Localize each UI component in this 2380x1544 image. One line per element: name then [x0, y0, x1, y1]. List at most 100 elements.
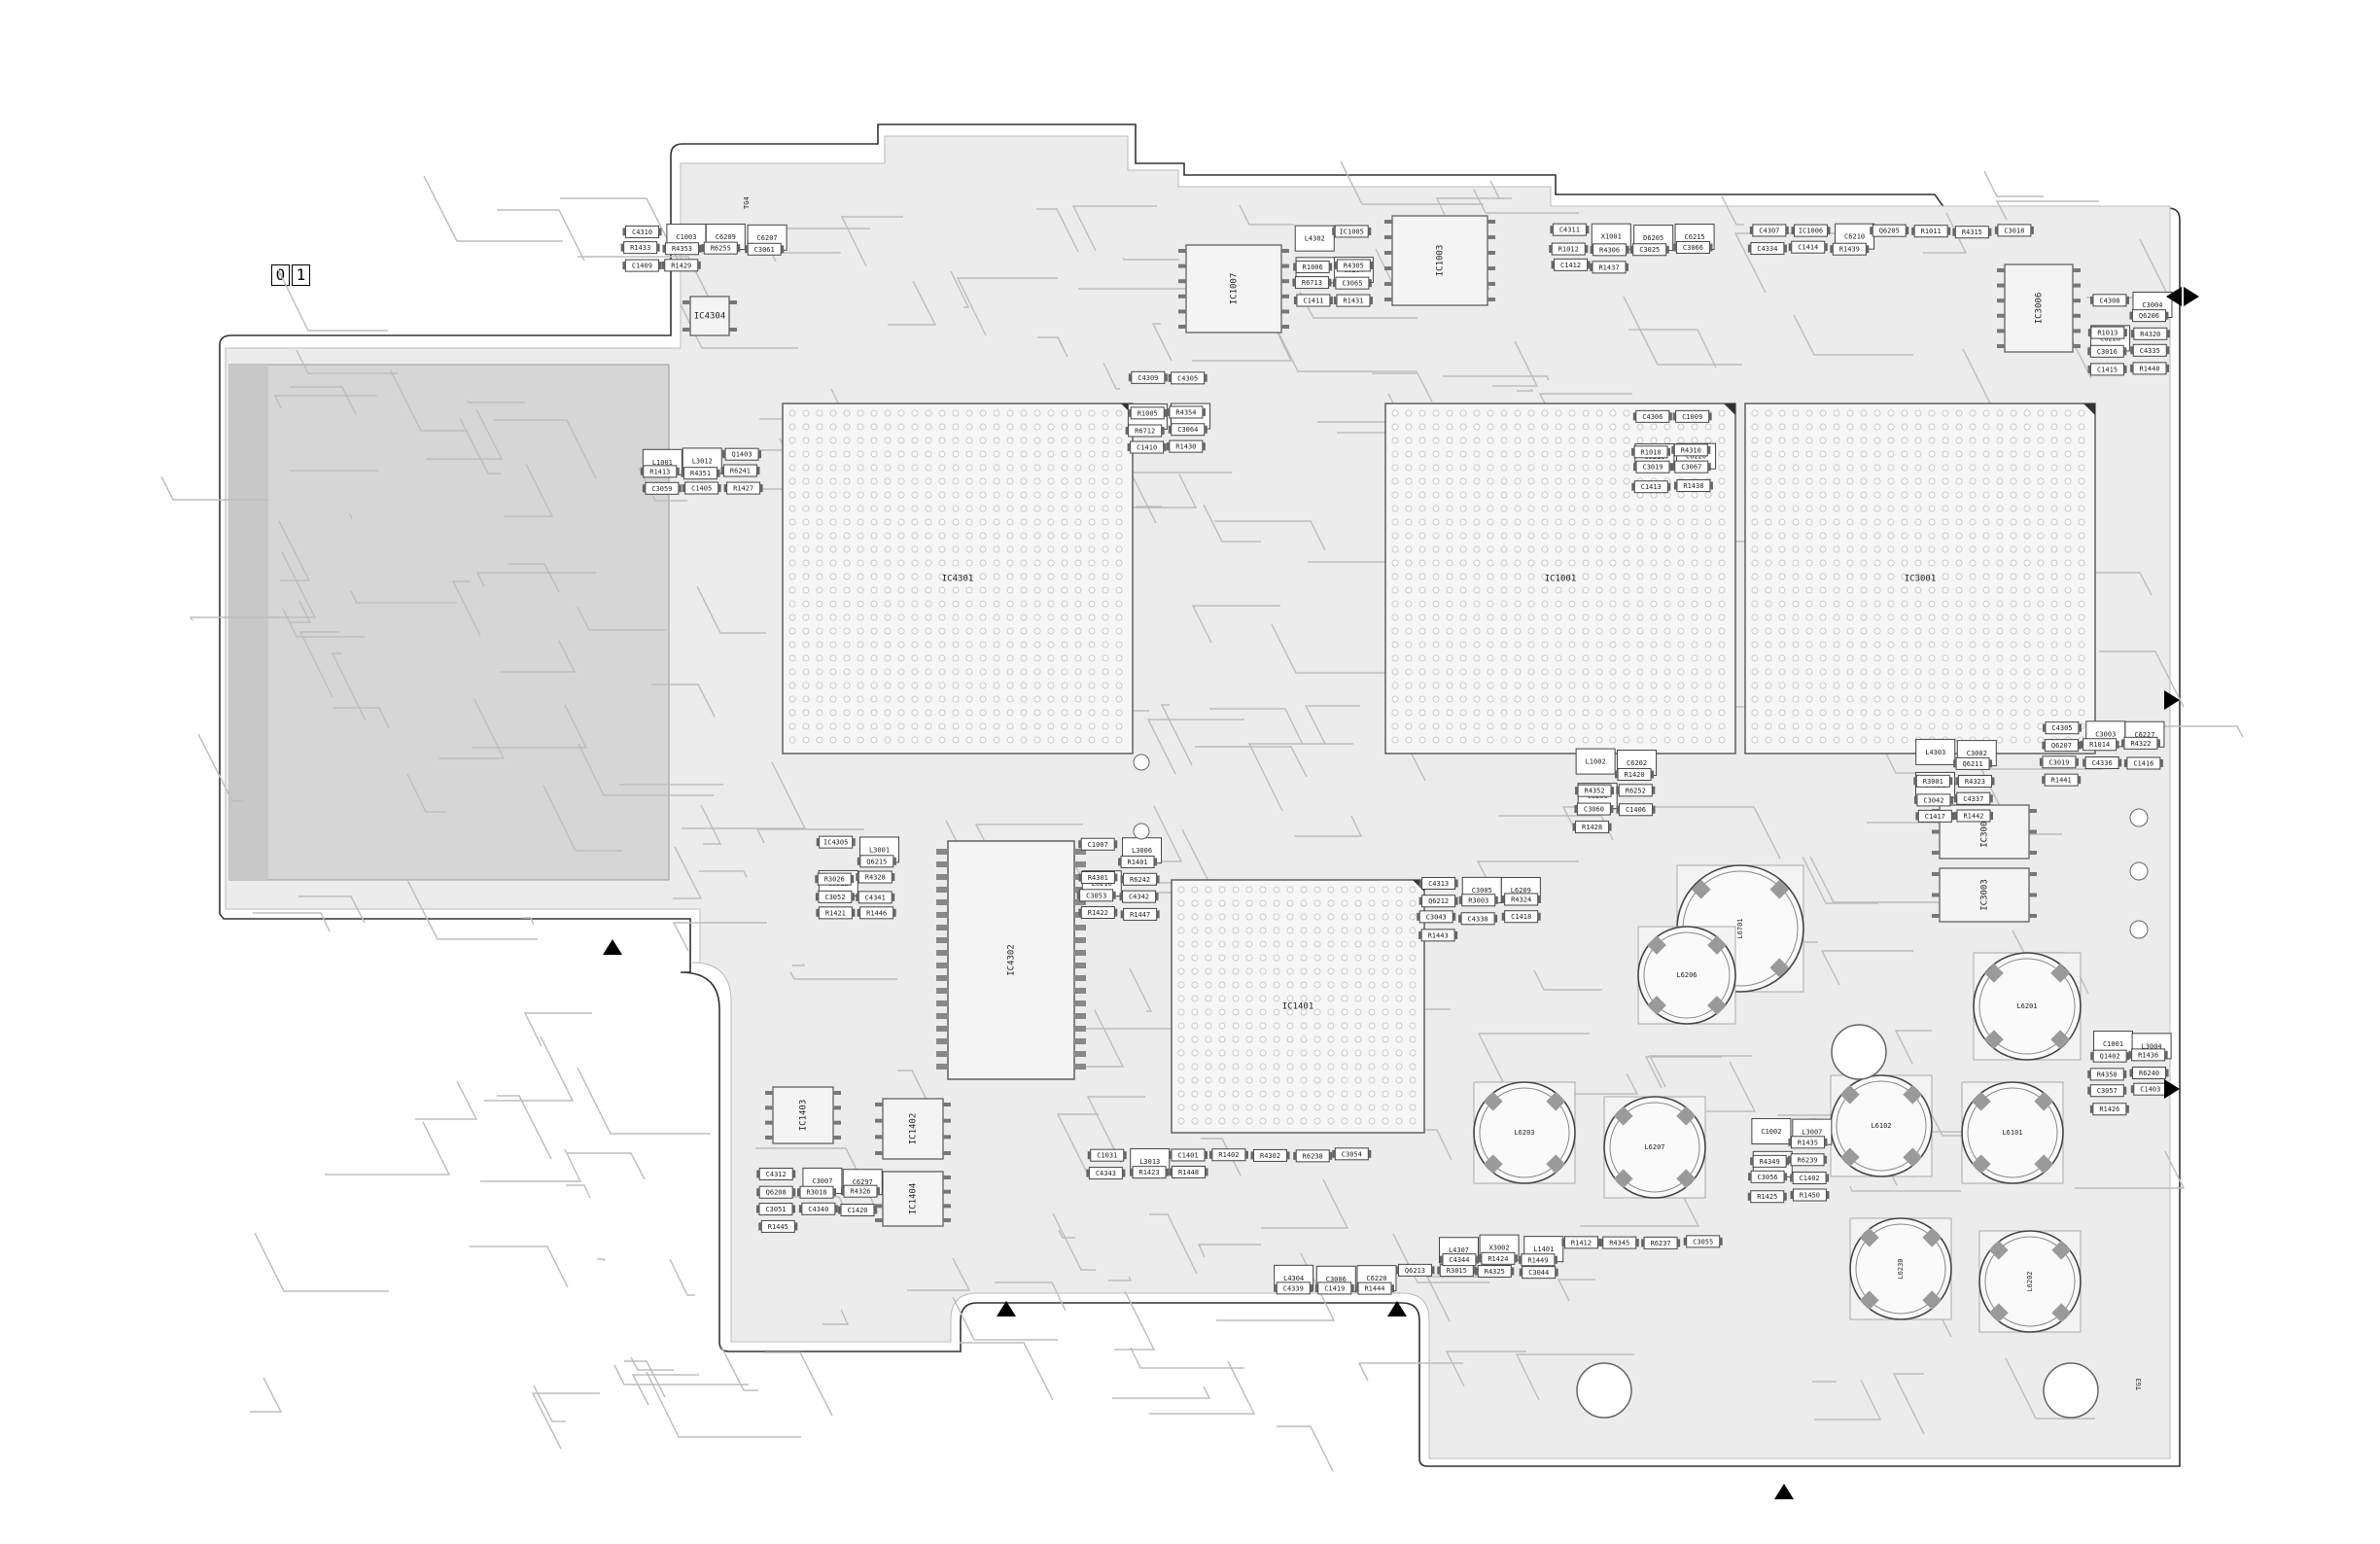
smd-component: IC4305	[816, 835, 856, 849]
smd-component: C4306	[1632, 409, 1672, 423]
smd-component: C1415	[2087, 363, 2127, 376]
component-reference-label: IC1006	[1799, 228, 1823, 235]
component-reference-label: R1014	[2089, 741, 2110, 749]
component-reference-label: C3061	[754, 246, 775, 254]
smd-component: R4351	[681, 467, 720, 480]
ic-package: IC3006	[1997, 263, 2081, 353]
pcb-trace	[189, 616, 280, 621]
component-reference-label: Q6213	[1405, 1267, 1425, 1275]
component-reference-label: C3052	[824, 894, 845, 901]
component-reference-label: R4315	[1962, 228, 1982, 236]
pcb-trace	[1102, 362, 1120, 390]
pcb-trace	[1443, 375, 1550, 381]
pcb-trace	[699, 870, 748, 878]
pcb-trace	[1261, 1178, 1349, 1229]
smd-component: C1405	[682, 481, 721, 495]
smd-component: R6712	[1125, 424, 1165, 438]
pcb-trace	[1706, 1061, 1757, 1112]
pcb-trace	[250, 1377, 283, 1413]
smd-component: R1423	[1130, 1166, 1170, 1179]
component-reference-label: C3003	[2095, 730, 2116, 738]
component-reference-label: C3042	[1923, 796, 1943, 804]
component-reference-label: R1006	[1303, 263, 1323, 271]
smd-component: C3053	[1076, 889, 1116, 902]
inductor-reference-label: L6207	[1644, 1143, 1664, 1151]
component-reference-label: C3044	[1528, 1269, 1549, 1277]
component-reference-label: C1031	[1097, 1152, 1117, 1160]
pcb-trace	[467, 400, 525, 404]
smd-component: C1420	[837, 1204, 877, 1217]
pcb-trace	[1995, 200, 2099, 221]
pcb-trace	[1892, 1373, 1925, 1435]
smd-component: C3060	[1574, 802, 1614, 816]
smd-component: C4311	[1550, 223, 1590, 236]
component-reference-label: C6209	[716, 233, 736, 241]
smd-component: C1413	[1631, 480, 1671, 494]
component-reference-label: R1439	[1839, 246, 1860, 254]
component-reference-label: C1418	[1511, 913, 1531, 921]
smd-component: C3019	[1633, 460, 1673, 474]
component-reference-label: C3066	[1683, 244, 1703, 252]
smd-component: R1450	[1790, 1188, 1830, 1202]
smd-component: R6237	[1641, 1236, 1681, 1249]
pcb-trace	[952, 1296, 1058, 1341]
component-reference-label: Q1402	[2100, 1053, 2120, 1061]
smd-component: C3018	[1994, 224, 2034, 237]
ic-reference-label: IC3001	[1905, 575, 1937, 584]
component-reference-label: Q6211	[1963, 760, 1983, 768]
smd-component: Q6212	[1418, 895, 1458, 908]
smd-component: R4345	[1599, 1236, 1639, 1249]
smd-component: Q1403	[722, 447, 762, 461]
smd-component: R1010	[1631, 445, 1671, 459]
pcb-trace	[1036, 208, 1079, 253]
smd-component: C1411	[1293, 294, 1333, 307]
inductor-reference-label: L6203	[1514, 1129, 1534, 1137]
component-reference-label: C1009	[1682, 413, 1702, 421]
component-reference-label: R1423	[1139, 1169, 1160, 1176]
smd-component: C4338	[1458, 912, 1498, 926]
component-reference-label: C4313	[1428, 880, 1449, 888]
smd-component: C1401	[1169, 1148, 1208, 1162]
component-reference-label: C1412	[1560, 262, 1581, 269]
component-reference-label: L6209	[1511, 887, 1531, 895]
component-reference-label: D6205	[1643, 234, 1663, 242]
smd-component: Q6205	[1870, 224, 1909, 237]
component-reference-label: R1413	[649, 468, 670, 475]
pcb-trace	[1112, 1386, 1211, 1399]
pcb-trace	[700, 804, 722, 845]
pcb-trace	[597, 1258, 606, 1262]
pcb-trace	[406, 879, 538, 940]
smd-component: C1031	[1087, 1148, 1127, 1162]
pcb-trace	[1304, 705, 1360, 745]
smd-component: R1413	[640, 465, 680, 478]
smd-component: C4305	[1168, 371, 1208, 385]
inductor-reference-label: L6101	[2002, 1129, 2022, 1137]
component-reference-label: R1446	[866, 909, 887, 917]
smd-component: C3059	[642, 481, 682, 495]
pcb-trace	[160, 475, 268, 501]
smd-component: R4352	[1575, 784, 1615, 797]
smd-component: Q6207	[2042, 739, 2082, 753]
component-reference-label: C1417	[1925, 813, 1945, 821]
component-reference-label: L3006	[1132, 847, 1152, 855]
pcb-trace	[1894, 1030, 1932, 1065]
test-point-label: TG3	[2135, 1378, 2143, 1390]
smd-component: C4305	[2042, 721, 2082, 735]
component-reference-label: L4307	[1449, 1246, 1469, 1254]
ic-reference-label: IC1404	[909, 1183, 919, 1215]
component-reference-label: R4345	[1609, 1240, 1629, 1247]
pcb-trace	[956, 277, 1058, 336]
pcb-trace	[350, 590, 457, 604]
component-reference-label: R6712	[1135, 427, 1155, 435]
component-reference-label: R1422	[1088, 909, 1108, 917]
component-reference-label: R1445	[768, 1223, 788, 1231]
pcb-trace	[1793, 314, 1913, 356]
pcb-trace	[1129, 967, 1153, 1012]
mounting-hole	[1576, 1362, 1632, 1419]
pcb-trace	[765, 1351, 833, 1417]
component-reference-label: R3001	[1923, 778, 1943, 786]
pcb-trace	[415, 1080, 478, 1120]
smd-component: R1420	[1615, 767, 1655, 781]
component-reference-label: R1441	[2051, 777, 2072, 785]
component-reference-label: R1436	[2138, 1051, 2158, 1059]
